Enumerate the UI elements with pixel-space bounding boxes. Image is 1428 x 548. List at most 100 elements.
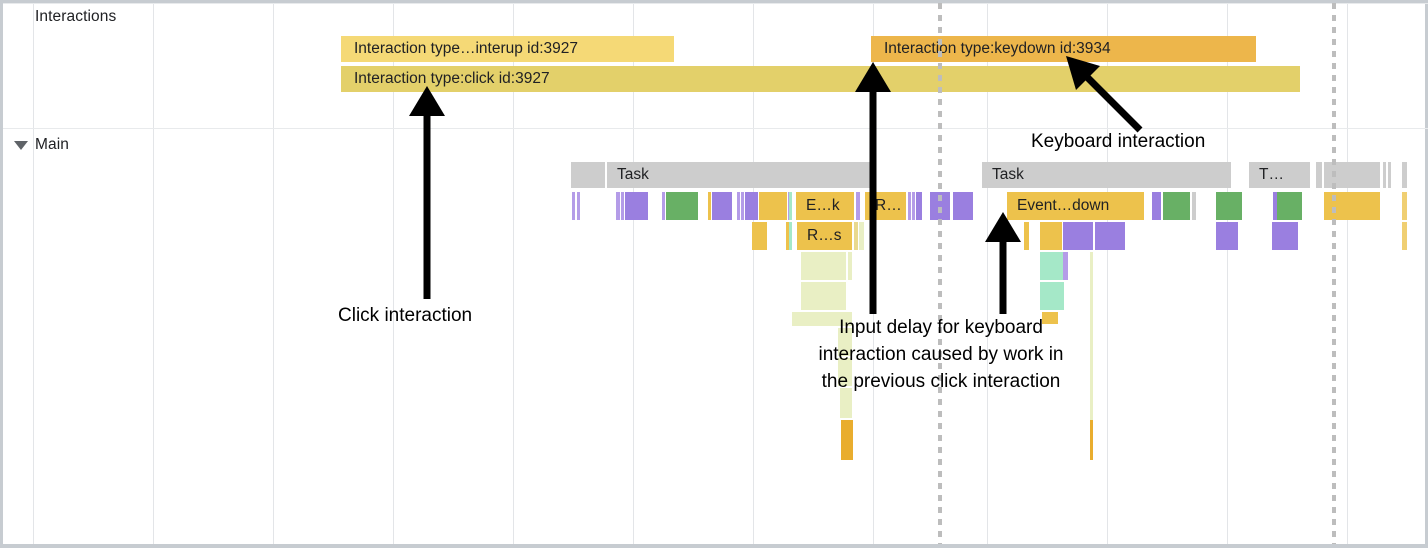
task-block[interactable]: Task <box>982 162 1231 188</box>
flame-block[interactable] <box>712 192 732 220</box>
task-block[interactable] <box>1402 162 1407 188</box>
flame-block[interactable] <box>745 192 758 220</box>
flame-block-label: Event…down <box>1017 197 1110 214</box>
flame-block[interactable] <box>801 282 846 310</box>
flame-block[interactable] <box>1090 420 1093 460</box>
flame-block[interactable] <box>841 420 853 460</box>
flame-block[interactable] <box>621 192 624 220</box>
flame-block[interactable] <box>786 222 790 250</box>
window-border-bottom <box>0 544 1428 548</box>
task-block[interactable] <box>571 162 605 188</box>
flame-block[interactable] <box>577 192 580 220</box>
flame-block[interactable] <box>1277 192 1302 220</box>
flame-block[interactable] <box>1063 252 1068 280</box>
flame-block[interactable] <box>789 222 792 250</box>
flame-block-label: R…s <box>807 227 842 244</box>
interaction-bar-pointerup[interactable]: Interaction type…interup id:3927 <box>341 36 674 62</box>
flame-block[interactable] <box>708 192 711 220</box>
flame-block[interactable] <box>1216 222 1238 250</box>
flame-block[interactable] <box>916 192 922 220</box>
flame-block[interactable] <box>912 192 915 220</box>
track-separator-top <box>3 3 1428 4</box>
flame-block[interactable] <box>1272 222 1298 250</box>
flame-block[interactable] <box>838 358 852 386</box>
task-block[interactable] <box>1388 162 1391 188</box>
task-block-label: T… <box>1259 166 1284 183</box>
flame-block[interactable] <box>1192 192 1196 220</box>
marker-line-1[interactable] <box>1332 3 1336 544</box>
click-interaction-arrow <box>409 86 445 299</box>
flame-block[interactable] <box>1341 192 1380 220</box>
window-border-left <box>0 0 3 548</box>
interaction-bar-label: Interaction type…interup id:3927 <box>354 40 579 57</box>
flame-block[interactable] <box>856 192 860 220</box>
flame-block[interactable] <box>840 388 852 418</box>
flame-block[interactable] <box>1095 222 1125 250</box>
flame-block[interactable] <box>1042 312 1058 324</box>
flame-block-event-keydown[interactable]: Event…down <box>1007 192 1144 220</box>
gridline-5 <box>633 3 634 544</box>
flame-block[interactable] <box>752 222 767 250</box>
flame-block[interactable] <box>953 192 973 220</box>
flame-block[interactable] <box>1063 222 1093 250</box>
input-delay-annotation: Input delay for keyboard interaction caus… <box>781 314 1101 395</box>
flame-block-label: E…k <box>806 197 840 214</box>
track-header-interactions[interactable]: Interactions <box>35 8 117 25</box>
annotation-line: interaction caused by work in <box>818 344 1064 365</box>
flame-block[interactable] <box>789 192 792 220</box>
flame-block[interactable] <box>741 192 744 220</box>
flame-block-event[interactable]: E…k <box>796 192 854 220</box>
flame-block-label: R… <box>875 197 902 214</box>
flame-block[interactable] <box>666 192 697 220</box>
flame-block[interactable] <box>1163 192 1190 220</box>
flame-block-event[interactable]: R…s <box>797 222 852 250</box>
flame-block[interactable] <box>1273 192 1277 220</box>
flame-block[interactable] <box>1402 222 1407 250</box>
flame-block[interactable] <box>1152 192 1161 220</box>
flame-block[interactable] <box>792 312 852 326</box>
flame-block[interactable] <box>801 252 846 280</box>
gridline-8 <box>987 3 988 544</box>
gridline-10 <box>1227 3 1228 544</box>
flame-block[interactable] <box>1216 192 1242 220</box>
task-block[interactable] <box>1316 162 1322 188</box>
flame-block[interactable] <box>1090 252 1093 292</box>
triangle-down-icon[interactable] <box>14 141 28 150</box>
input-delay-arrow-click-side <box>855 62 891 314</box>
click-interaction-annotation: Click interaction <box>338 305 473 326</box>
gridline-11 <box>1347 3 1348 544</box>
keyboard-interaction-annotation: Keyboard interaction <box>1031 131 1206 152</box>
input-delay-arrow-keydown-side <box>985 212 1021 314</box>
flame-block[interactable] <box>838 328 852 356</box>
flame-block[interactable] <box>662 192 665 220</box>
interaction-bar-label: Interaction type:click id:3927 <box>354 70 550 87</box>
flame-block[interactable] <box>1040 282 1064 310</box>
window-border-right <box>1425 0 1428 548</box>
flame-block[interactable] <box>694 192 698 220</box>
flame-block[interactable] <box>759 192 787 220</box>
flame-block[interactable] <box>737 192 740 220</box>
flame-block[interactable] <box>1402 192 1407 220</box>
flame-block[interactable] <box>908 192 911 220</box>
annotation-line: Input delay for keyboard <box>839 317 1043 338</box>
track-header-main[interactable]: Main <box>35 136 69 153</box>
task-block[interactable]: T… <box>1249 162 1310 188</box>
annotation-line: the previous click interaction <box>821 371 1061 392</box>
flame-block[interactable] <box>859 222 864 250</box>
task-block[interactable] <box>1383 162 1386 188</box>
flame-block[interactable] <box>625 192 648 220</box>
marker-line-0[interactable] <box>938 3 942 544</box>
task-block[interactable]: Task <box>607 162 876 188</box>
flame-block[interactable] <box>854 222 858 250</box>
flame-block[interactable] <box>848 252 852 280</box>
flame-block[interactable] <box>1090 290 1093 425</box>
gridline-3 <box>393 3 394 544</box>
flame-block[interactable] <box>1040 252 1065 280</box>
flame-block[interactable] <box>1024 222 1029 250</box>
flame-block[interactable] <box>1040 222 1062 250</box>
flame-block[interactable] <box>616 192 620 220</box>
keyboard-interaction-arrow <box>1066 56 1143 133</box>
interaction-bar-click[interactable]: Interaction type:click id:3927 <box>341 66 1300 92</box>
flame-block[interactable] <box>572 192 575 220</box>
